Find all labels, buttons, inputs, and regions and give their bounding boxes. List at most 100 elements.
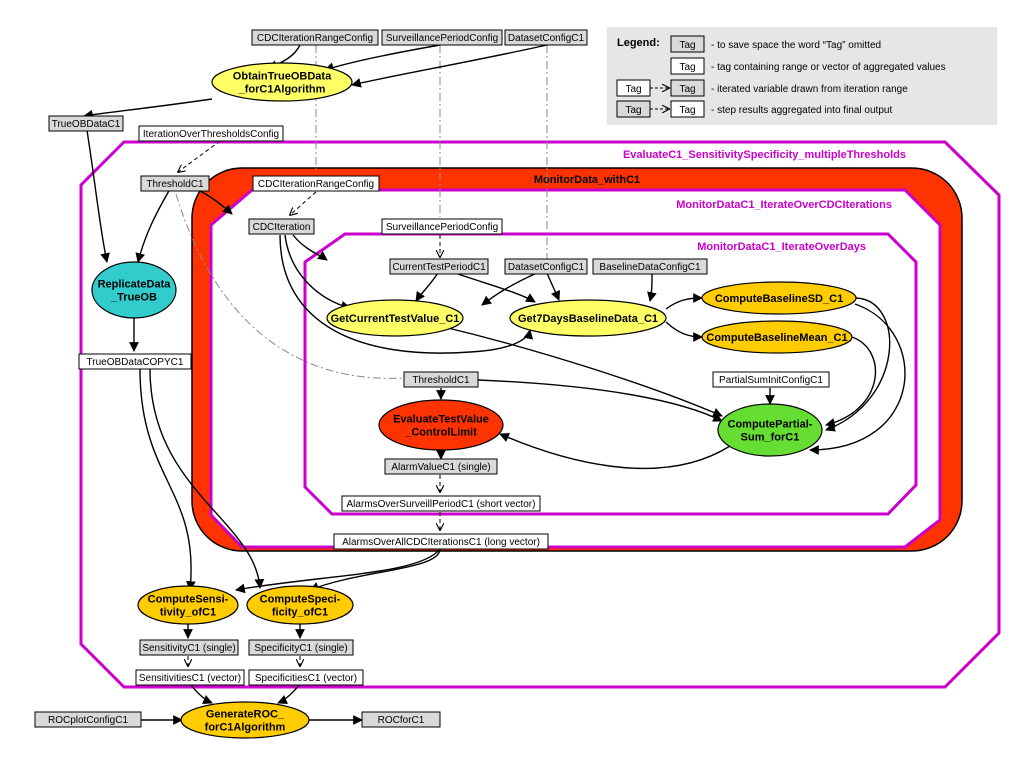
arrow-partialsum-to-evaluate xyxy=(499,433,731,470)
legend-tag-label: Tag xyxy=(679,105,695,116)
tag-label: BaselineDataConfigC1 xyxy=(599,262,701,273)
evaluate-container-label: EvaluateC1_SensitivitySpecificity_multip… xyxy=(623,149,906,161)
tag-dataset-inner: DatasetConfigC1 xyxy=(504,258,588,275)
arrow-get7days-to-sd xyxy=(665,293,703,310)
node-label: ComputeBaselineMean_C1 xyxy=(706,332,847,344)
legend-item-2: - tag containing range or vector of aggr… xyxy=(711,62,946,73)
tag-label: CDCIterationRangeConfig xyxy=(257,33,373,44)
tag-roc-plot-config: ROCplotConfigC1 xyxy=(34,711,142,728)
legend-tag-label: Tag xyxy=(679,40,695,51)
tag-label: TrueOBDataCOPYC1 xyxy=(87,357,184,368)
tag-sensitivity: SensitivityC1 (single) xyxy=(139,639,239,656)
arrow-trueob-to-replicate xyxy=(85,123,110,263)
node-get-current: GetCurrentTestValue_C1 xyxy=(326,299,464,337)
tag-label: AlarmsOverAllCDCIterationsC1 (long vecto… xyxy=(342,537,540,548)
legend-tag-label: Tag xyxy=(679,84,695,95)
node-ellipse xyxy=(701,281,857,315)
tag-label: DatasetConfigC1 xyxy=(508,33,585,44)
tag-label: SpecificityC1 (single) xyxy=(254,643,347,654)
node-compute-spec: ComputeSpeci-ficity_ofC1 xyxy=(246,585,354,625)
tag-baseline-config: BaselineDataConfigC1 xyxy=(592,258,708,275)
arrow-get7days-to-mean xyxy=(665,321,703,342)
tag-box xyxy=(403,371,479,388)
tag-iter-thresh: IterationOverThresholdsConfig xyxy=(138,125,284,142)
node-label: Sum_forC1 xyxy=(741,432,800,444)
tag-specificities: SpecificitiesC1 (vector) xyxy=(248,669,364,686)
node-get-7days: Get7DaysBaselineData_C1 xyxy=(509,299,667,337)
node-ellipse xyxy=(701,320,853,354)
tag-surv-period-top: SurveillancePeriodConfig xyxy=(381,29,503,46)
tag-box xyxy=(248,639,354,656)
arrow-dataset-to-get7days xyxy=(546,272,561,301)
tag-label: CurrentTestPeriodC1 xyxy=(392,262,486,273)
tag-box xyxy=(592,258,708,275)
tag-alarms-all: AlarmsOverAllCDCIterationsC1 (long vecto… xyxy=(333,533,549,550)
node-ellipse xyxy=(246,585,354,625)
arrow-copy-to-specificity xyxy=(149,368,265,589)
tag-label: SurveillancePeriodConfig xyxy=(386,222,498,233)
node-ellipse xyxy=(717,403,823,457)
node-obtain: ObtainTrueOBData_forC1Algorithm xyxy=(211,62,353,102)
arrow-cdc-to-get7days xyxy=(279,234,534,354)
tag-true-ob-copy: TrueOBDataCOPYC1 xyxy=(78,353,192,370)
node-label: tivity_ofC1 xyxy=(160,607,216,619)
arrow-mean-to-partialsum xyxy=(825,336,876,428)
node-ellipse xyxy=(137,585,239,625)
node-label: GenerateROC_ xyxy=(206,709,285,721)
tag-box xyxy=(341,495,541,512)
tag-cdc-iteration: CDCIteration xyxy=(248,218,315,235)
tag-label: CDCIteration xyxy=(253,222,311,233)
legend-tag-label: Tag xyxy=(625,105,641,116)
tag-box xyxy=(381,218,503,235)
tag-threshold-inner: ThresholdC1 xyxy=(403,371,479,388)
tag-alarm-value: AlarmValueC1 (single) xyxy=(384,458,498,475)
legend-grey-tag xyxy=(670,79,705,97)
tag-label: PartialSumInitConfigC1 xyxy=(719,375,823,386)
node-label: ComputeBaselineSD_C1 xyxy=(715,293,843,305)
node-label: ComputeSensi- xyxy=(148,594,229,606)
arrow-copy-to-sensitivity xyxy=(139,368,196,591)
tag-label: DatasetConfigC1 xyxy=(508,262,585,273)
arrow-period-to-get7days xyxy=(454,272,536,303)
monitor-container-label: MonitorData_withC1 xyxy=(534,174,640,186)
tag-box xyxy=(333,533,549,550)
tag-label: ROCplotConfigC1 xyxy=(48,715,128,726)
tag-box xyxy=(138,125,284,142)
tag-box xyxy=(504,29,588,46)
tag-box xyxy=(361,711,441,728)
node-ellipse xyxy=(211,62,353,102)
legend-item-4: - step results aggregated into final out… xyxy=(711,105,892,116)
tag-current-test-period: CurrentTestPeriodC1 xyxy=(389,258,489,275)
arrow-threshold-to-replicate xyxy=(135,188,171,263)
arrow-cdc-range-to-cdc-iteration xyxy=(290,191,317,215)
legend: Legend: Tag - to save space the word “Ta… xyxy=(607,27,997,125)
evaluate-container xyxy=(79,140,1001,689)
arrow-surveillance-to-obtain xyxy=(324,44,441,72)
tag-roc-for: ROCforC1 xyxy=(361,711,441,728)
node-compute-partial: ComputePartial-Sum_forC1 xyxy=(717,403,823,457)
tag-label: CDCIterationRangeConfig xyxy=(258,179,374,190)
legend-tag-label: Tag xyxy=(679,62,695,73)
tag-alarms-surveil: AlarmsOverSurveillPeriodC1 (short vector… xyxy=(341,495,541,512)
tag-partial-sum-init: PartialSumInitConfigC1 xyxy=(712,371,830,388)
iteration-arrows xyxy=(178,140,440,666)
legend-white-tag xyxy=(670,57,705,75)
tag-threshold-outer: ThresholdC1 xyxy=(140,175,210,192)
tag-cdc-range-top: CDCIterationRangeConfig xyxy=(251,29,379,46)
iterate-days-container-label: MonitorDataC1_IterateOverDays xyxy=(697,241,866,253)
tag-label: IterationOverThresholdsConfig xyxy=(143,129,279,140)
tag-box xyxy=(712,371,830,388)
legend-white-tag xyxy=(670,100,705,118)
arrow-cdc-to-getcurrent xyxy=(284,234,351,311)
tag-box xyxy=(34,711,142,728)
node-compute-sd: ComputeBaselineSD_C1 xyxy=(701,281,857,315)
node-label: ComputeSpeci- xyxy=(260,594,341,606)
tag-box xyxy=(248,669,364,686)
node-label: ficity_ofC1 xyxy=(272,607,328,619)
tag-box xyxy=(381,29,503,46)
node-ellipse xyxy=(378,399,504,451)
process-nodes: ObtainTrueOBData_forC1AlgorithmReplicate… xyxy=(91,62,857,739)
node-label: _ControlLimit xyxy=(404,427,477,439)
node-ellipse xyxy=(91,261,177,319)
legend-item-1: - to save space the word “Tag” omitted xyxy=(711,40,881,51)
